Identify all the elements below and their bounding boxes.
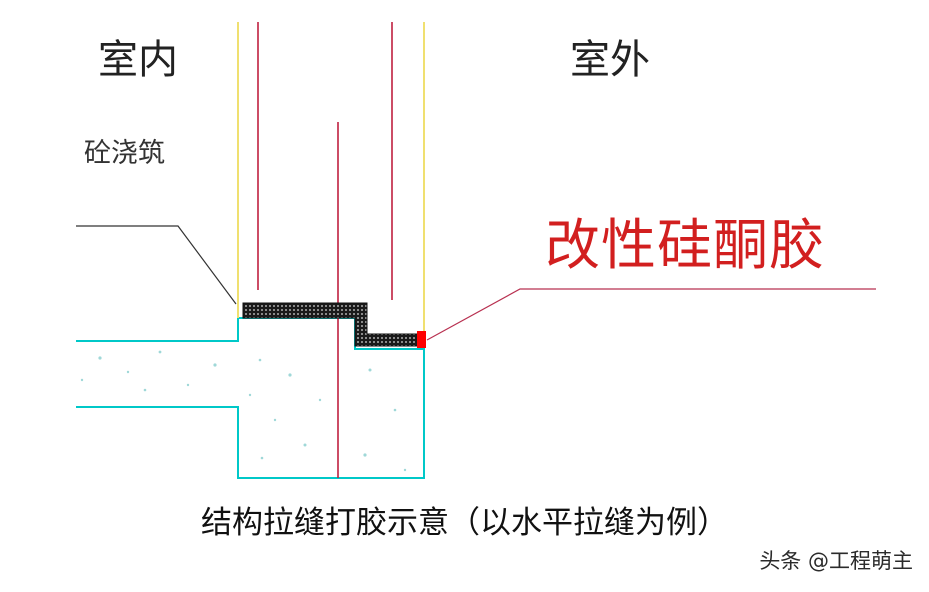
concrete-slab-outline: [76, 317, 425, 479]
outdoor-label: 室外: [570, 37, 650, 83]
watermark: 头条 @工程萌主: [759, 549, 913, 573]
sealant-label: 改性硅酮胶: [545, 213, 826, 277]
diagram-caption: 结构拉缝打胶示意（以水平拉缝为例）: [201, 505, 728, 541]
joint-backer-material: [242, 302, 419, 347]
sealant-leader-line: [426, 288, 876, 341]
joint-diagram: [76, 22, 876, 479]
concrete-leader-line: [76, 225, 237, 305]
indoor-label: 室内: [98, 37, 178, 83]
concrete-pour-label: 砼浇筑: [84, 138, 165, 169]
concrete-speckles: [80, 350, 407, 472]
silicone-sealant: [417, 331, 426, 348]
